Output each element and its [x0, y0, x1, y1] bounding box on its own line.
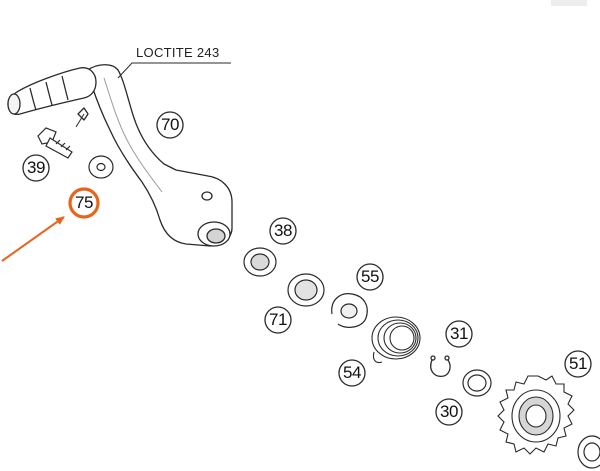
gear-part-51 — [497, 375, 575, 455]
callout-label-51: 51 — [569, 354, 587, 373]
callout-label-31: 31 — [450, 324, 468, 343]
bolt-part — [37, 113, 85, 159]
callout-label-38: 38 — [274, 221, 292, 240]
washer-part-75 — [88, 155, 114, 179]
corner-tab — [551, 0, 587, 6]
callout-label-55: 55 — [361, 267, 379, 286]
callout-circle-75 — [68, 187, 100, 219]
loctite-annotation: LOCTITE 243 — [136, 45, 220, 60]
callout-label-75: 75 — [75, 193, 93, 212]
washer-part-30 — [462, 369, 492, 397]
callout-label-70: 70 — [161, 115, 179, 134]
highlight-arrow — [1, 216, 65, 262]
spring-part-54 — [371, 316, 421, 364]
callout-circle-51 — [564, 350, 592, 378]
callout-label-54: 54 — [343, 363, 361, 382]
callout-circle-31 — [445, 320, 473, 348]
callout-circle-30 — [435, 398, 463, 426]
ring-partial-right — [577, 435, 600, 469]
kick-start-lever — [7, 64, 233, 247]
split-ring-part-55 — [331, 293, 368, 328]
callout-circle-54 — [338, 359, 366, 387]
callout-label-39: 39 — [27, 158, 45, 177]
callout-label-71: 71 — [269, 310, 287, 329]
bushing-part-38 — [243, 247, 277, 277]
callout-circle-55 — [356, 263, 384, 291]
callout-circle-71 — [264, 306, 292, 334]
ring-part-71 — [287, 273, 325, 307]
loctite-leader-line — [117, 62, 231, 79]
callout-circle-70 — [156, 111, 184, 139]
callout-circle-38 — [269, 217, 297, 245]
callout-circles — [22, 111, 592, 426]
callout-label-30: 30 — [440, 402, 458, 421]
callout-circle-39 — [22, 154, 50, 182]
circlip-part-31 — [430, 355, 451, 377]
